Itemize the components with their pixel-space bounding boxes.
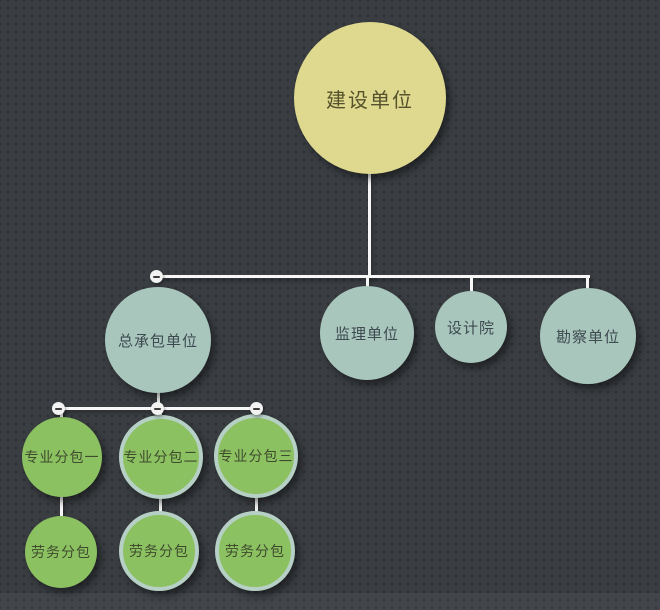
node-labor-subcontract-2[interactable]: 劳务分包 (119, 511, 199, 591)
node-label: 劳务分包 (31, 545, 91, 561)
minus-collapse-icon-specialty-3[interactable] (250, 402, 263, 415)
node-supervision-unit[interactable]: 监理单位 (320, 286, 414, 380)
node-general-contractor[interactable]: 总承包单位 (105, 287, 211, 393)
node-labor-subcontract-3[interactable]: 劳务分包 (215, 511, 295, 591)
connector-contractor-down (157, 391, 160, 409)
connector-labor2-drop (159, 493, 162, 512)
connector-level2-horizontal (156, 275, 590, 278)
node-label: 设计院 (446, 318, 495, 337)
connector-labor3-drop (255, 492, 258, 512)
node-label: 专业分包二 (123, 450, 199, 466)
canvas-bottom-strip (0, 593, 660, 610)
node-specialty-subcontract-3[interactable]: 专业分包三 (214, 414, 298, 498)
minus-collapse-icon-specialty-2[interactable] (151, 402, 164, 415)
minus-glyph (153, 275, 160, 278)
node-specialty-subcontract-2[interactable]: 专业分包二 (119, 415, 203, 499)
node-labor-subcontract-1[interactable]: 劳务分包 (25, 516, 97, 588)
node-label: 劳务分包 (225, 544, 285, 560)
node-label: 专业分包一 (24, 450, 100, 466)
node-label: 监理单位 (334, 324, 399, 343)
connector-design-drop (470, 278, 473, 293)
connector-specialty1-drop (60, 410, 63, 419)
minus-glyph (253, 407, 260, 410)
node-label: 建设单位 (326, 87, 414, 112)
connector-root-vertical (368, 172, 371, 278)
connector-supervision-drop (366, 278, 369, 288)
node-label: 专业分包三 (218, 449, 294, 465)
minus-collapse-icon-specialty-1[interactable] (52, 402, 65, 415)
minus-collapse-icon-general-contractor[interactable] (150, 270, 163, 283)
node-survey-unit[interactable]: 勘察单位 (540, 288, 636, 384)
node-design-institute[interactable]: 设计院 (435, 291, 507, 363)
minus-glyph (55, 407, 62, 410)
node-label: 勘察单位 (555, 327, 620, 346)
connector-labor1-drop (60, 495, 63, 517)
node-specialty-subcontract-1[interactable]: 专业分包一 (22, 417, 102, 497)
node-label: 总承包单位 (117, 331, 198, 350)
minus-glyph (154, 407, 161, 410)
connector-survey-drop (586, 278, 589, 290)
node-construction-unit[interactable]: 建设单位 (294, 22, 446, 174)
node-label: 劳务分包 (129, 544, 189, 560)
